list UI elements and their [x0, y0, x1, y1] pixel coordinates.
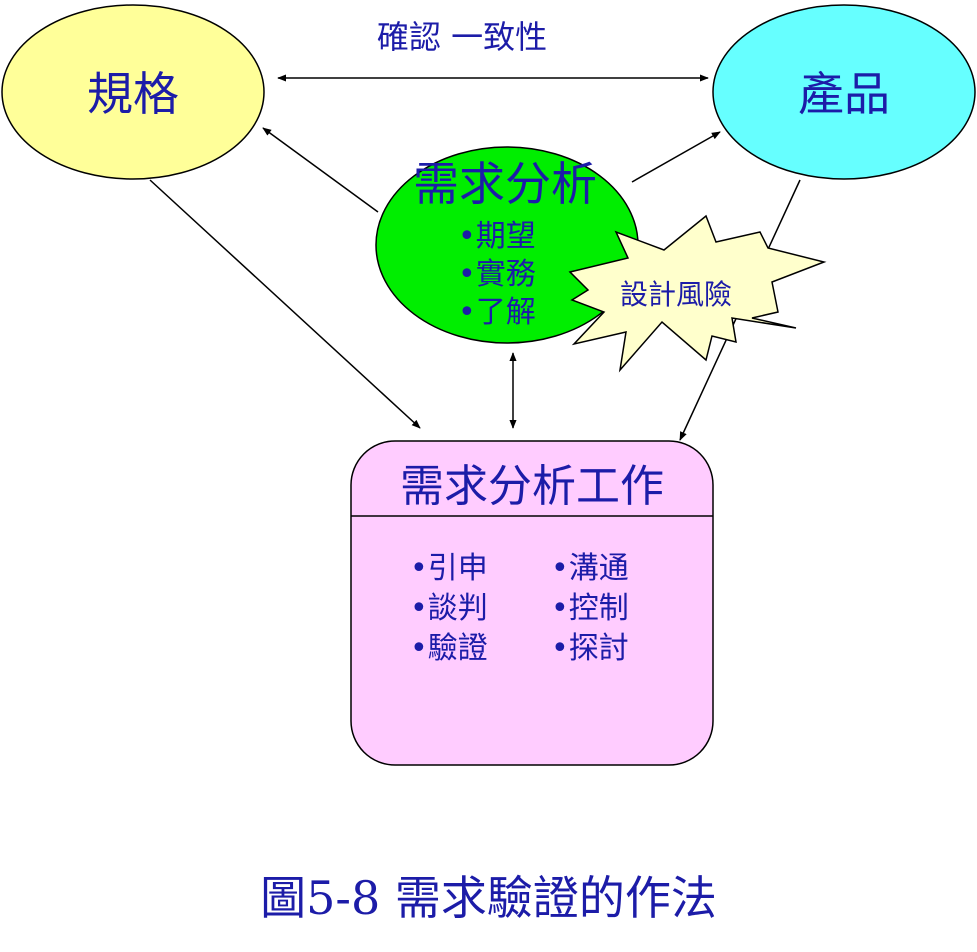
work-right-item-2: •控制 [551, 591, 629, 626]
spec-ellipse [1, 4, 265, 180]
analysis-bullet-2: •實務 [458, 257, 536, 292]
work-right-item-1: •溝通 [551, 551, 629, 586]
product-ellipse [712, 4, 976, 180]
product-node: 產品 [712, 4, 976, 180]
arrow-analysis-to-product [631, 131, 721, 183]
arrow-spec-to-work [149, 179, 421, 429]
work-box: 需求分析工作 •引申 •談判 •驗證 •溝通 •控制 •探討 [350, 440, 714, 766]
analysis-bullet-1: •期望 [458, 219, 536, 254]
product-label: 產品 [798, 67, 890, 121]
analysis-node: 需求分析 •期望 •實務 •了解 [375, 146, 639, 344]
design-risk-burst: 設計風險 [568, 214, 827, 373]
work-left-item-1: •引申 [410, 551, 488, 586]
work-left-item-3: •驗證 [410, 631, 488, 666]
work-left-item-2: •談判 [410, 591, 488, 626]
spec-label: 規格 [87, 67, 179, 121]
analysis-title: 需求分析 [413, 157, 597, 211]
work-box-frame [350, 440, 714, 766]
risk-starburst-shape [568, 214, 827, 373]
risk-label: 設計風險 [620, 278, 732, 311]
work-title: 需求分析工作 [400, 461, 664, 512]
arrow-analysis-to-spec [262, 127, 379, 213]
work-right-item-3: •探討 [551, 631, 629, 666]
analysis-bullet-3: •了解 [458, 295, 536, 330]
spec-node: 規格 [1, 4, 265, 180]
figure-caption: 圖5-8 需求驗證的作法 [260, 871, 717, 925]
top-label: 確認 一致性 [377, 18, 547, 56]
